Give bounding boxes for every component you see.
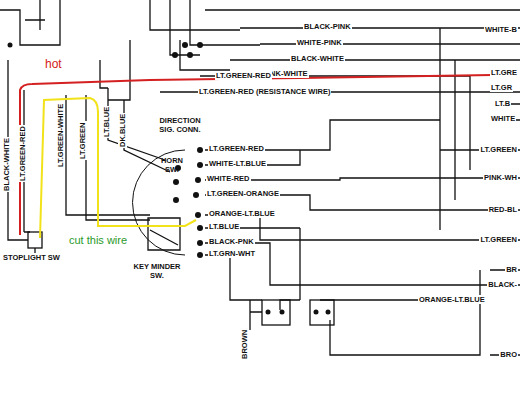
wire-label: BLACK-PINK <box>303 22 352 31</box>
wire-label: WHITE <box>490 114 516 123</box>
wire-label: LT.GREEN-RED (RESISTANCE WIRE) <box>198 87 331 96</box>
wire-label: BR <box>505 265 518 274</box>
wire-label: WHITE-B <box>484 25 518 34</box>
wire-label: BLACK-WHITE <box>290 54 345 63</box>
wire-label: LT.GREEN <box>78 121 87 160</box>
wire-label: BROWN <box>240 329 249 360</box>
annotation: cut this wire <box>68 234 128 246</box>
wire-label: LT.GREEN-RED <box>208 144 265 153</box>
wire-label: LT.GREEN-RED <box>18 125 27 182</box>
wire-label: LT.GREEN-ORANGE <box>206 189 280 198</box>
component-label: DIRECTION SIG. CONN. <box>150 116 210 134</box>
wire-label: ORANGE-LT.BLUE <box>208 209 276 218</box>
wire-label: DK.BLUE <box>118 113 127 148</box>
annotation: hot <box>44 58 63 71</box>
component-label: STOPLIGHT SW <box>2 253 61 262</box>
wire-label: LT.BLUE <box>208 222 240 231</box>
wire-label: LT.B <box>494 99 511 108</box>
wire-label: LT.GREEN <box>479 145 518 154</box>
wire-label: WHITE-LT.BLUE <box>208 159 267 168</box>
wire-label: WHITE-RED <box>206 174 251 183</box>
wire-label: LT.GRN-WHT <box>208 249 256 258</box>
wire-label: LT.BLUE <box>102 106 111 138</box>
wire-label: LT.GREEN <box>479 235 518 244</box>
wire-label: ORANGE-LT.BLUE <box>418 295 486 304</box>
wire-label: BLACK-WHITE <box>2 137 11 192</box>
wire-label: RED-BL <box>488 205 518 214</box>
component-label: KEY MINDER SW. <box>130 262 184 280</box>
wire-label: LT.GR <box>490 83 513 92</box>
wire-label: WHITE-PINK <box>296 38 343 47</box>
wire-label: LT.GREEN-WHITE <box>56 103 65 168</box>
component-label: HORN SW. <box>158 156 186 174</box>
wire-label: PINK-WH <box>483 173 518 182</box>
wire-label: LT.GREEN-RED <box>215 71 272 80</box>
wire-label: BLACK- <box>487 280 518 289</box>
wire-label: BLACK-PNK <box>208 237 255 246</box>
wire-label: LT.GRE <box>490 68 518 77</box>
wire-label: BRO <box>499 350 518 359</box>
